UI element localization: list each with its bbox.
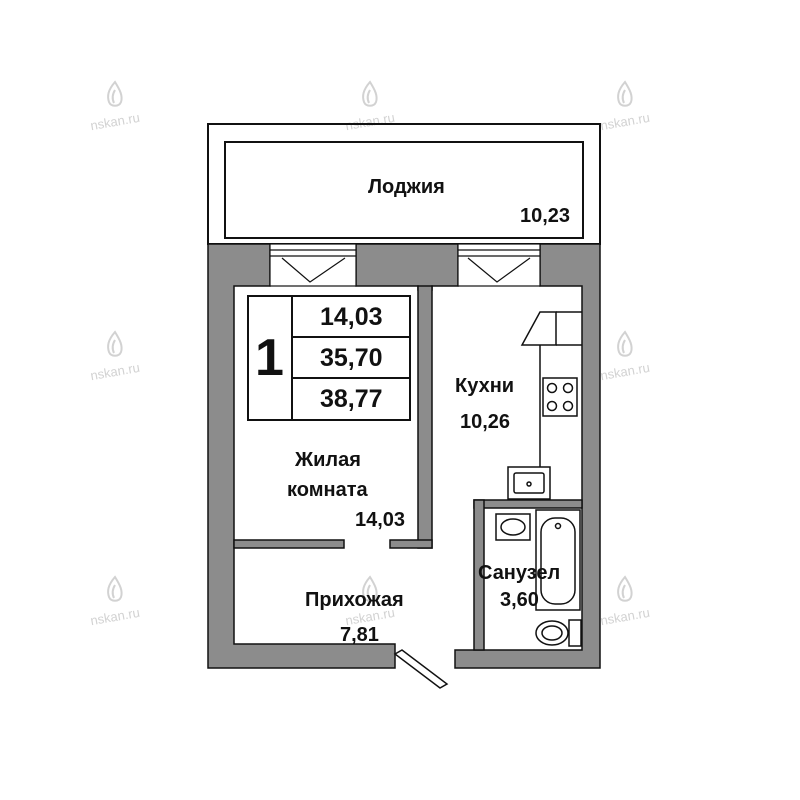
watermark-logo-icon [107, 330, 123, 357]
watermark: nskan.ru [60, 575, 170, 628]
room-count: 1 [255, 329, 284, 387]
stove-icon [542, 377, 578, 417]
bathroom-area: 3,60 [500, 589, 539, 611]
kitchen-label: Кухни [455, 375, 515, 397]
kitchen-hood [520, 311, 582, 346]
watermark: nskan.ru [570, 330, 680, 383]
hallway-label: Прихожая [305, 589, 404, 611]
watermark-logo-icon [107, 575, 123, 602]
total-area-value: 35,70 [320, 344, 383, 372]
living-area-value: 14,03 [320, 303, 383, 331]
window [269, 243, 357, 287]
toilet-icon [535, 619, 582, 647]
washbasin-icon [495, 513, 531, 541]
watermark-logo-icon [617, 330, 633, 357]
bathtub-icon [535, 509, 581, 611]
watermark: nskan.ru [570, 575, 680, 628]
watermark: nskan.ru [315, 575, 425, 628]
kitchen-sink-icon [507, 466, 551, 500]
watermark: nskan.ru [570, 80, 680, 133]
loggia-label: Лоджия [368, 176, 445, 198]
living-room-label-line1: Жилая [295, 449, 361, 471]
living-room-label-line2: комната [287, 479, 368, 501]
watermark-logo-icon [362, 80, 378, 107]
watermark: nskan.ru [60, 330, 170, 383]
bathroom-label: Санузел [478, 562, 561, 584]
entrance-door [393, 649, 449, 689]
watermark-logo-icon [617, 575, 633, 602]
watermark-logo-icon [617, 80, 633, 107]
total-area-with-loggia-value: 38,77 [320, 385, 383, 413]
loggia-area: 10,23 [520, 205, 571, 227]
watermark: nskan.ru [315, 80, 425, 133]
watermark-logo-icon [107, 80, 123, 107]
window [457, 243, 541, 287]
living-room-area: 14,03 [355, 509, 406, 531]
watermark-logo-icon [362, 575, 378, 602]
hallway-area: 7,81 [340, 624, 379, 646]
interior-walls [233, 285, 583, 651]
watermark: nskan.ru [60, 80, 170, 133]
summary-box [247, 295, 411, 421]
kitchen-area: 10,26 [460, 411, 511, 433]
